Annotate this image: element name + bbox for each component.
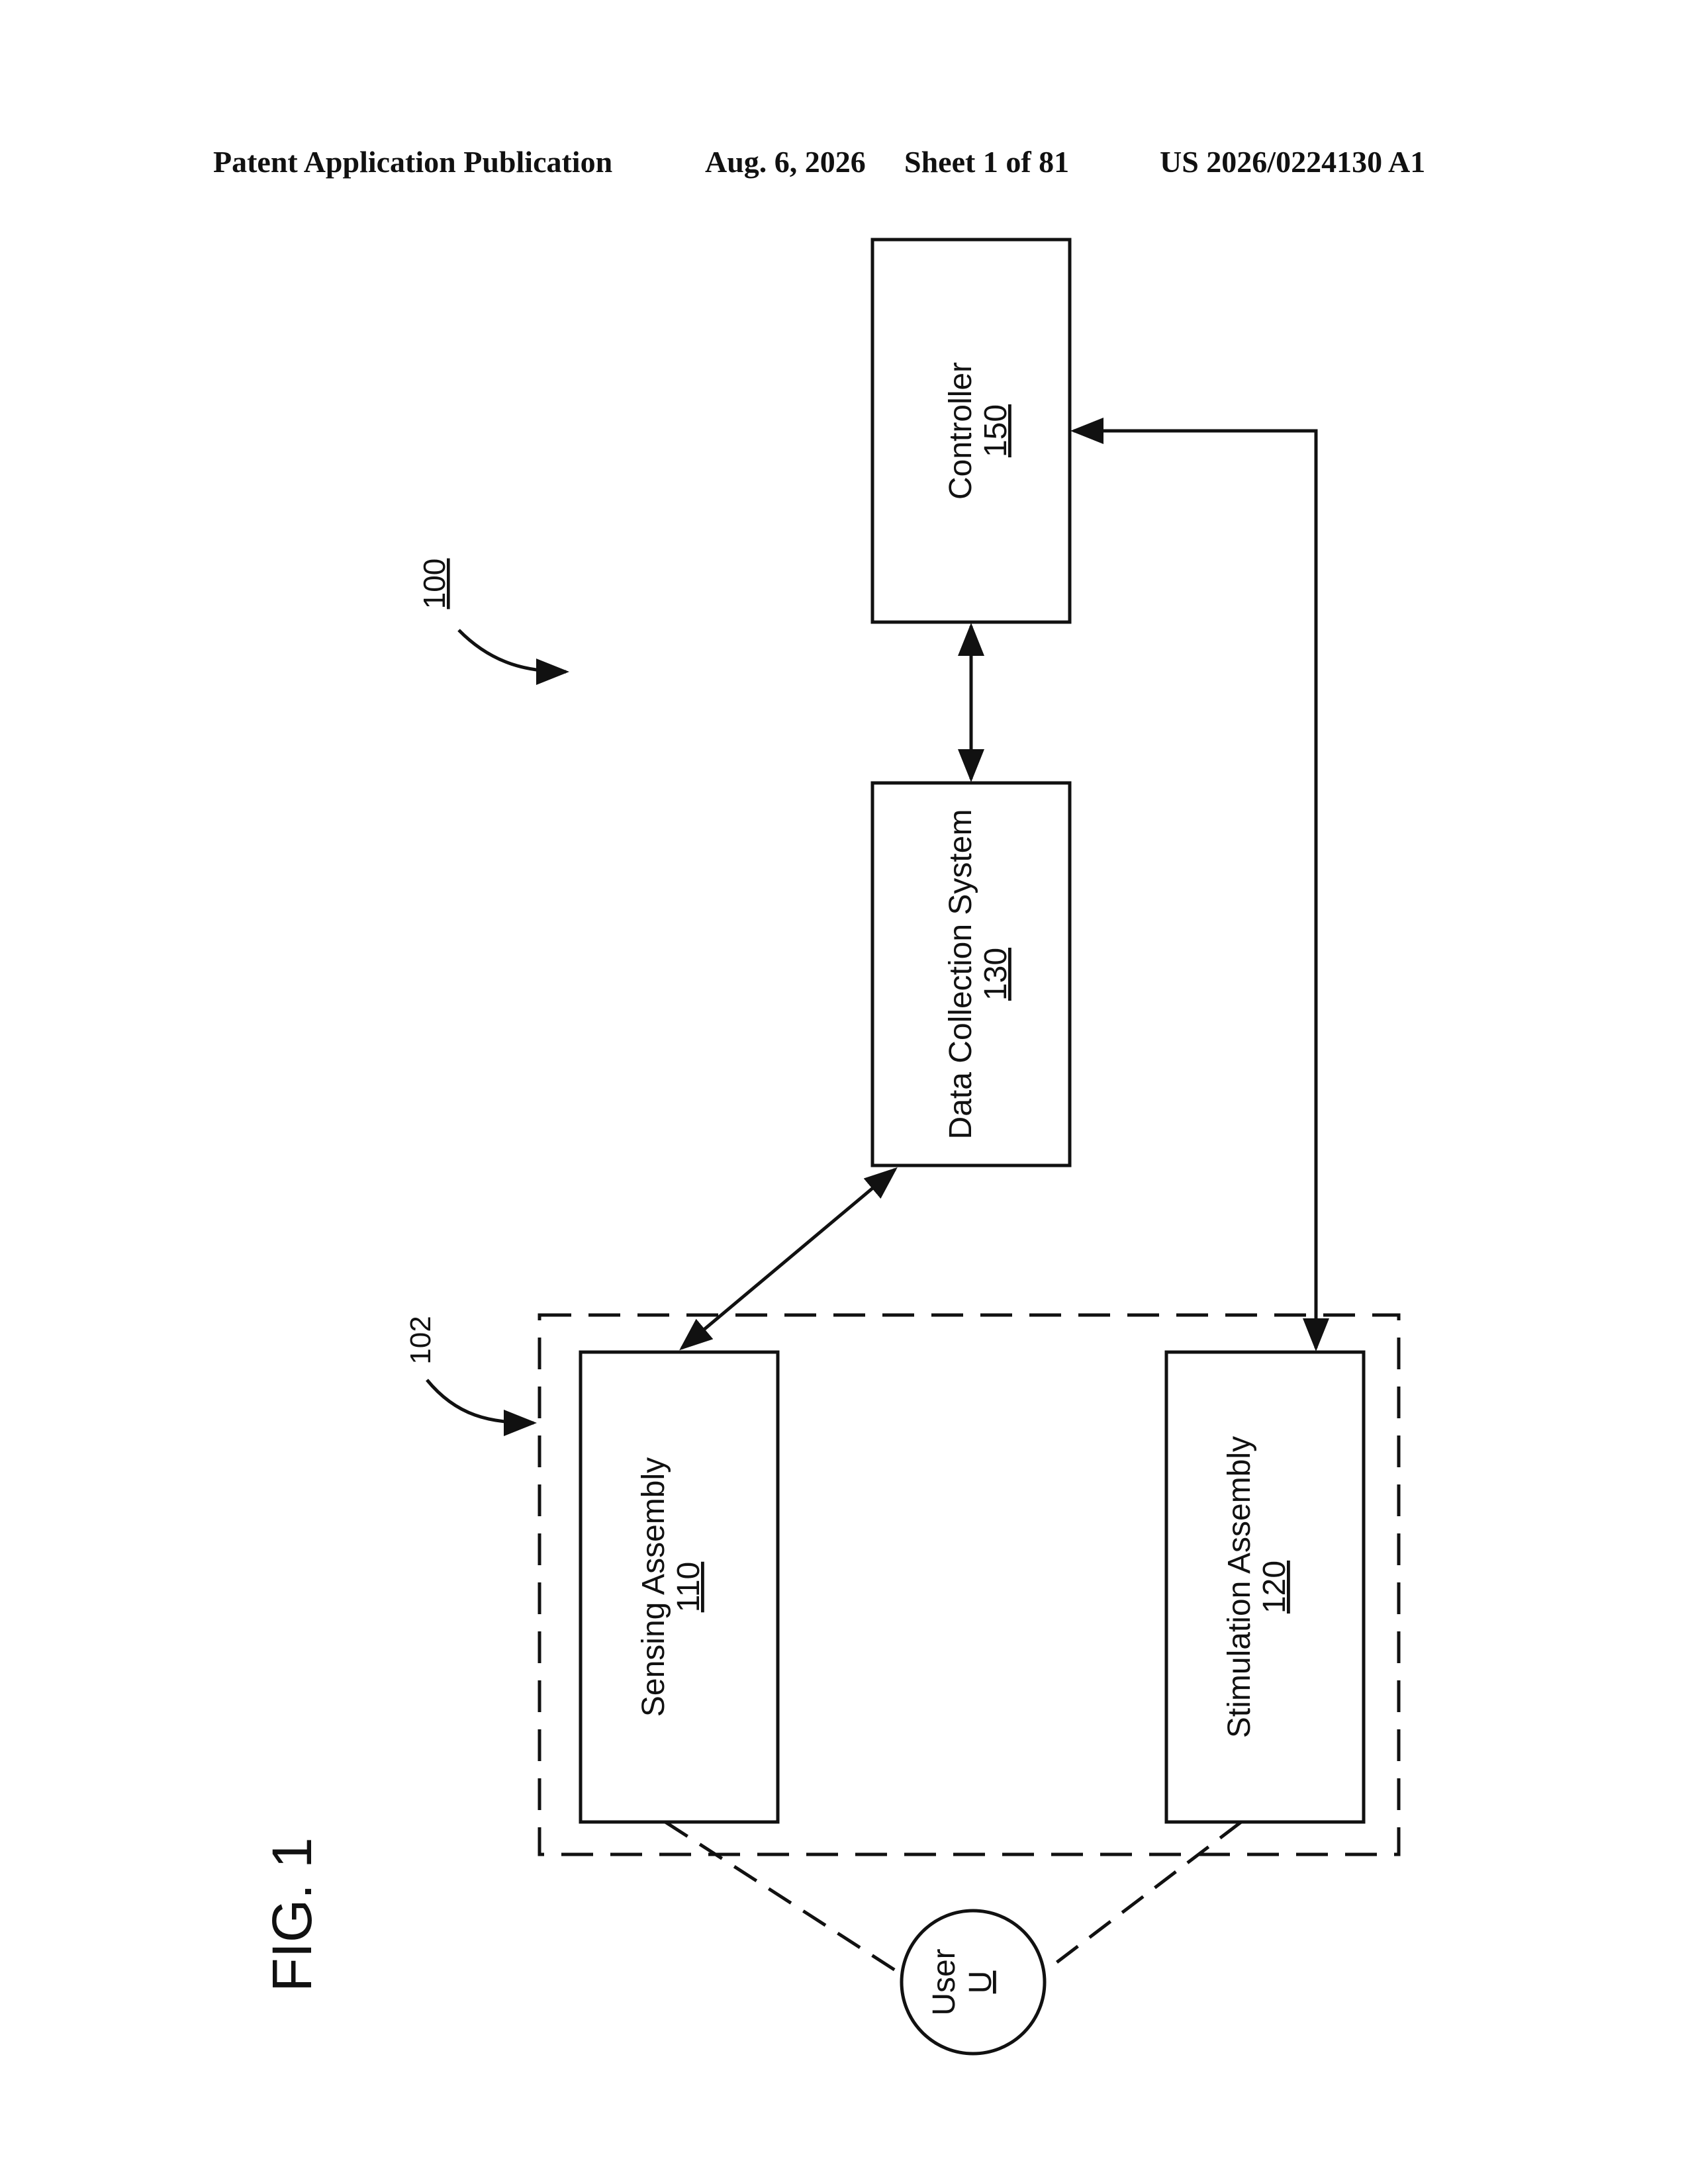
user-label: User <box>927 1948 962 2015</box>
controller-ref: 150 <box>978 404 1013 457</box>
user-ref: U <box>963 1971 998 1994</box>
system-ref-label: 100 <box>417 559 451 610</box>
controller-stimulation-arrow <box>1074 431 1316 1348</box>
wearable-ref-label: 102 <box>404 1316 437 1364</box>
wearable-ref-leader <box>427 1380 534 1423</box>
stimulation-assembly-ref: 120 <box>1257 1561 1292 1614</box>
system-ref-leader <box>459 630 566 672</box>
data-collection-block: Data Collection System 130 <box>872 783 1070 1165</box>
datacollection-sensing-arrow <box>682 1169 895 1348</box>
stimulation-user-link <box>1053 1822 1241 1966</box>
user-node: User U <box>902 1911 1045 2054</box>
data-collection-ref: 130 <box>978 948 1013 1001</box>
sensing-assembly-block: Sensing Assembly 110 <box>581 1352 778 1822</box>
stimulation-assembly-block: Stimulation Assembly 120 <box>1166 1352 1364 1822</box>
controller-block: Controller 150 <box>872 240 1070 622</box>
sensing-assembly-ref: 110 <box>671 1562 706 1613</box>
controller-label: Controller <box>943 362 978 500</box>
stimulation-assembly-label: Stimulation Assembly <box>1222 1436 1257 1738</box>
data-collection-label: Data Collection System <box>943 809 978 1140</box>
sensing-user-link <box>665 1822 900 1974</box>
figure-label: FIG. 1 <box>261 1837 323 1991</box>
sensing-assembly-label: Sensing Assembly <box>636 1457 671 1717</box>
